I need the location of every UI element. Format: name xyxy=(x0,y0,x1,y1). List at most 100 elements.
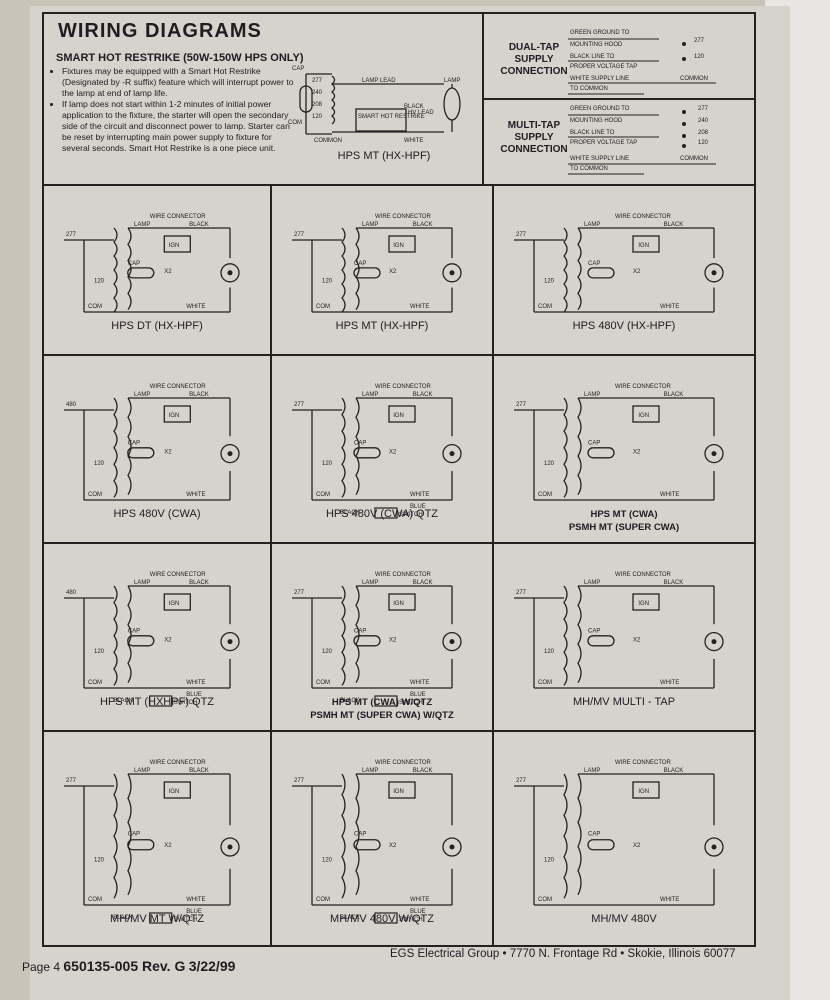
tap-label: 277 xyxy=(516,590,527,596)
supply-lines xyxy=(568,38,716,175)
grid-divider xyxy=(44,542,754,544)
tap-value: COMMON xyxy=(680,76,708,82)
tap-label: 120 xyxy=(544,649,555,655)
tap-label: 277 xyxy=(516,402,527,408)
x2-label: X2 xyxy=(389,450,397,456)
lamp-label: LAMP xyxy=(362,222,378,228)
tap-label: 120 xyxy=(94,649,105,655)
ign-label: IGN xyxy=(638,243,649,249)
black-label: BLACK xyxy=(413,222,433,228)
switch-label: SWITCH xyxy=(399,700,423,706)
wire-connector-label: WIRE CONNECTOR xyxy=(150,214,207,220)
white-label: WHITE xyxy=(660,304,679,310)
ign-label: IGN xyxy=(638,789,649,795)
tap-value: 120 xyxy=(698,140,709,146)
supply-row: WHITE SUPPLY LINE xyxy=(570,76,630,82)
diagram-caption: MH/MV MULTI - TAP xyxy=(572,696,676,708)
white-label: WHITE xyxy=(660,680,679,686)
supply-row: TO COMMON xyxy=(570,166,608,172)
diagram-caption-secondary: PSMH MT (SUPER CWA) W/QTZ xyxy=(310,710,454,721)
document-page xyxy=(30,6,790,1000)
wire-connector-label: WIRE CONNECTOR xyxy=(615,572,672,578)
com-label: COM xyxy=(316,304,330,310)
wire-connector-label: WIRE CONNECTOR xyxy=(375,384,432,390)
wire-connector-label: WIRE CONNECTOR xyxy=(150,760,207,766)
lamp-label: LAMP xyxy=(134,222,150,228)
com-label: COM xyxy=(538,680,552,686)
cap-label: CAP xyxy=(354,831,366,837)
black-label: BLACK xyxy=(113,698,133,704)
lamp-label: LAMP xyxy=(362,768,378,774)
diagram-caption: HPS 480V (CWA) QTZ xyxy=(325,508,439,520)
diagram-caption: HPS MT (HX-HPF) xyxy=(335,320,429,332)
white-label: WHITE xyxy=(410,492,429,498)
lamp-lead-label: LAMP LEAD xyxy=(362,78,396,84)
wire-connector-label: WIRE CONNECTOR xyxy=(150,384,207,390)
tap-label: 277 xyxy=(312,78,323,84)
white-label: WHITE xyxy=(410,304,429,310)
com-label: COM xyxy=(538,304,552,310)
black-label: BLACK xyxy=(413,392,433,398)
tap-label: 120 xyxy=(94,858,105,864)
com-label: COM xyxy=(316,897,330,903)
lamp-label: LAMP xyxy=(362,392,378,398)
supply-row: BLACK LINE TO xyxy=(570,130,615,136)
diagram-caption: HPS MT (HX-HPF) xyxy=(337,150,431,162)
supply-row: PROPER VOLTAGE TAP xyxy=(570,140,638,146)
cap-label: CAP xyxy=(128,831,140,837)
tap-value: 277 xyxy=(694,38,705,44)
black-label: BLACK xyxy=(189,222,209,228)
diagram-frame: WIRING DIAGRAMS SMART HOT RESTRIKE (50W-… xyxy=(42,12,756,947)
cap-label: CAP xyxy=(354,261,366,267)
tap-label: 120 xyxy=(322,858,333,864)
tap-label: 277 xyxy=(516,232,527,238)
grid-divider xyxy=(492,186,494,947)
lamp-label: LAMP xyxy=(584,392,600,398)
tap-label: 120 xyxy=(544,858,555,864)
ign-label: IGN xyxy=(169,413,180,419)
supply-row: MOUNTING HOOD xyxy=(570,42,623,48)
supply-row: PROPER VOLTAGE TAP xyxy=(570,64,638,70)
com-label: COM xyxy=(88,304,102,310)
tap-label: 277 xyxy=(294,778,305,784)
ign-label: IGN xyxy=(393,413,404,419)
multi-tap-label: MULTI-TAP SUPPLY CONNECTION xyxy=(500,120,568,155)
cap-label: CAP xyxy=(128,440,140,446)
header-panel: WIRING DIAGRAMS SMART HOT RESTRIKE (50W-… xyxy=(44,14,484,186)
subtitle: SMART HOT RESTRIKE (50W-150W HPS ONLY) xyxy=(56,52,304,64)
tap-label: 480 xyxy=(66,590,77,596)
black-label: BLACK xyxy=(664,580,684,586)
x2-label: X2 xyxy=(389,269,397,275)
black-label: BLACK xyxy=(189,580,209,586)
tap-label: 120 xyxy=(312,114,323,120)
com-label: COM xyxy=(88,680,102,686)
wire-connector-label: WIRE CONNECTOR xyxy=(150,572,207,578)
page-title: WIRING DIAGRAMS xyxy=(58,20,262,42)
notes-list: Fixtures may be equipped with a Smart Ho… xyxy=(52,66,294,154)
wire-connector-label: WIRE CONNECTOR xyxy=(615,214,672,220)
white-label: WHITE xyxy=(186,492,205,498)
lamp-label: LAMP xyxy=(134,768,150,774)
tap-label: 277 xyxy=(294,590,305,596)
diagram-caption: HPS MT (CWA) xyxy=(590,509,658,520)
wire-connector-label: WIRE CONNECTOR xyxy=(615,760,672,766)
diagram-caption: HPS 480V (HX-HPF) xyxy=(572,320,676,332)
black-label: BLACK xyxy=(404,104,424,110)
ign-label: IGN xyxy=(169,243,180,249)
blue-label: BLUE xyxy=(186,692,202,698)
tap-label: 120 xyxy=(544,279,555,285)
com-label: COM xyxy=(316,492,330,498)
black-label: BLACK xyxy=(189,392,209,398)
tap-label: 480 xyxy=(66,402,77,408)
ign-label: IGN xyxy=(638,601,649,607)
dual-tap-label: DUAL-TAP SUPPLY CONNECTION xyxy=(500,42,568,77)
